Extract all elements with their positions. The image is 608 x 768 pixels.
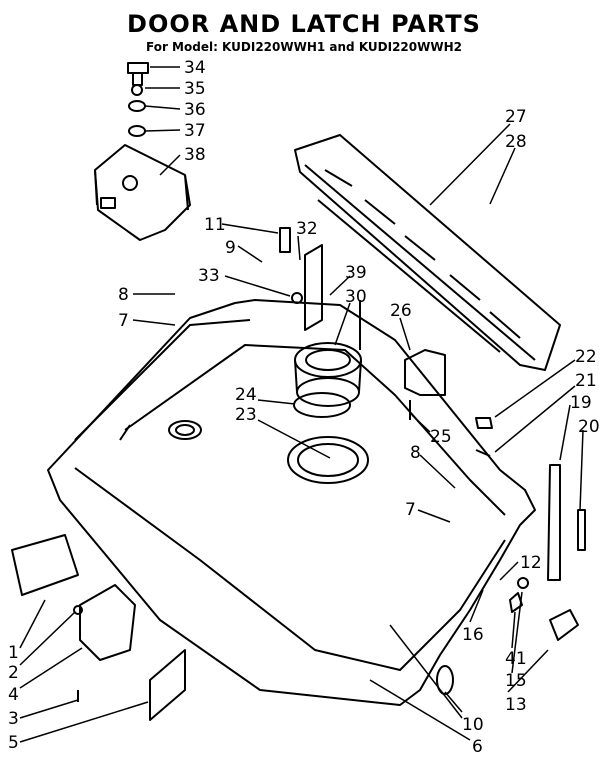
callout-38: 38 xyxy=(184,145,206,165)
callout-23: 23 xyxy=(235,405,257,425)
door-panel xyxy=(47,299,536,706)
callout-26: 26 xyxy=(390,301,412,321)
callout-6: 6 xyxy=(472,737,483,757)
part-30-basket xyxy=(294,342,362,407)
leader-lines xyxy=(19,66,584,743)
callout-22: 22 xyxy=(575,347,597,367)
fastener-stack-34-37 xyxy=(127,62,149,137)
dispenser-module-38 xyxy=(94,144,191,241)
part-26-bracket xyxy=(404,349,446,420)
callout-5: 5 xyxy=(8,733,19,753)
callout-16: 16 xyxy=(462,625,484,645)
part-24-ring xyxy=(293,392,351,418)
callout-37: 37 xyxy=(184,121,206,141)
callout-9: 9 xyxy=(225,238,236,258)
bottom-left-parts xyxy=(11,534,186,721)
sump-assembly xyxy=(168,420,369,484)
callout-33: 33 xyxy=(198,266,220,286)
callout-1: 1 xyxy=(8,643,19,663)
latch-parts xyxy=(279,227,323,331)
callout-39: 39 xyxy=(345,263,367,283)
page-title: DOOR AND LATCH PARTS xyxy=(127,10,481,38)
callout-24: 24 xyxy=(235,385,257,405)
part-27-vent xyxy=(294,134,561,371)
callout-27: 27 xyxy=(505,107,527,127)
callout-8a: 8 xyxy=(118,285,129,305)
callout-4: 4 xyxy=(8,685,19,705)
callout-30: 30 xyxy=(345,287,367,307)
callout-7a: 7 xyxy=(118,311,129,331)
page-subtitle: For Model: KUDI220WWH1 and KUDI220WWH2 xyxy=(146,40,462,54)
callout-25: 25 xyxy=(430,427,452,447)
callout-32: 32 xyxy=(296,219,318,239)
callout-34: 34 xyxy=(184,58,206,78)
callout-35: 35 xyxy=(184,79,206,99)
callout-13: 13 xyxy=(505,695,527,715)
callout-28: 28 xyxy=(505,132,527,152)
callout-19: 19 xyxy=(570,393,592,413)
callout-36: 36 xyxy=(184,100,206,120)
callout-15: 15 xyxy=(505,671,527,691)
callout-2: 2 xyxy=(8,663,19,683)
callout-12: 12 xyxy=(520,553,542,573)
callout-8b: 8 xyxy=(410,443,421,463)
callout-3: 3 xyxy=(8,709,19,729)
callout-21: 21 xyxy=(575,371,597,391)
callout-10: 10 xyxy=(462,715,484,735)
callout-41: 41 xyxy=(505,649,527,669)
callout-11: 11 xyxy=(204,215,226,235)
right-side-parts xyxy=(475,417,586,641)
callout-7b: 7 xyxy=(405,500,416,520)
part-10-plug xyxy=(436,665,454,695)
callout-20: 20 xyxy=(578,417,600,437)
